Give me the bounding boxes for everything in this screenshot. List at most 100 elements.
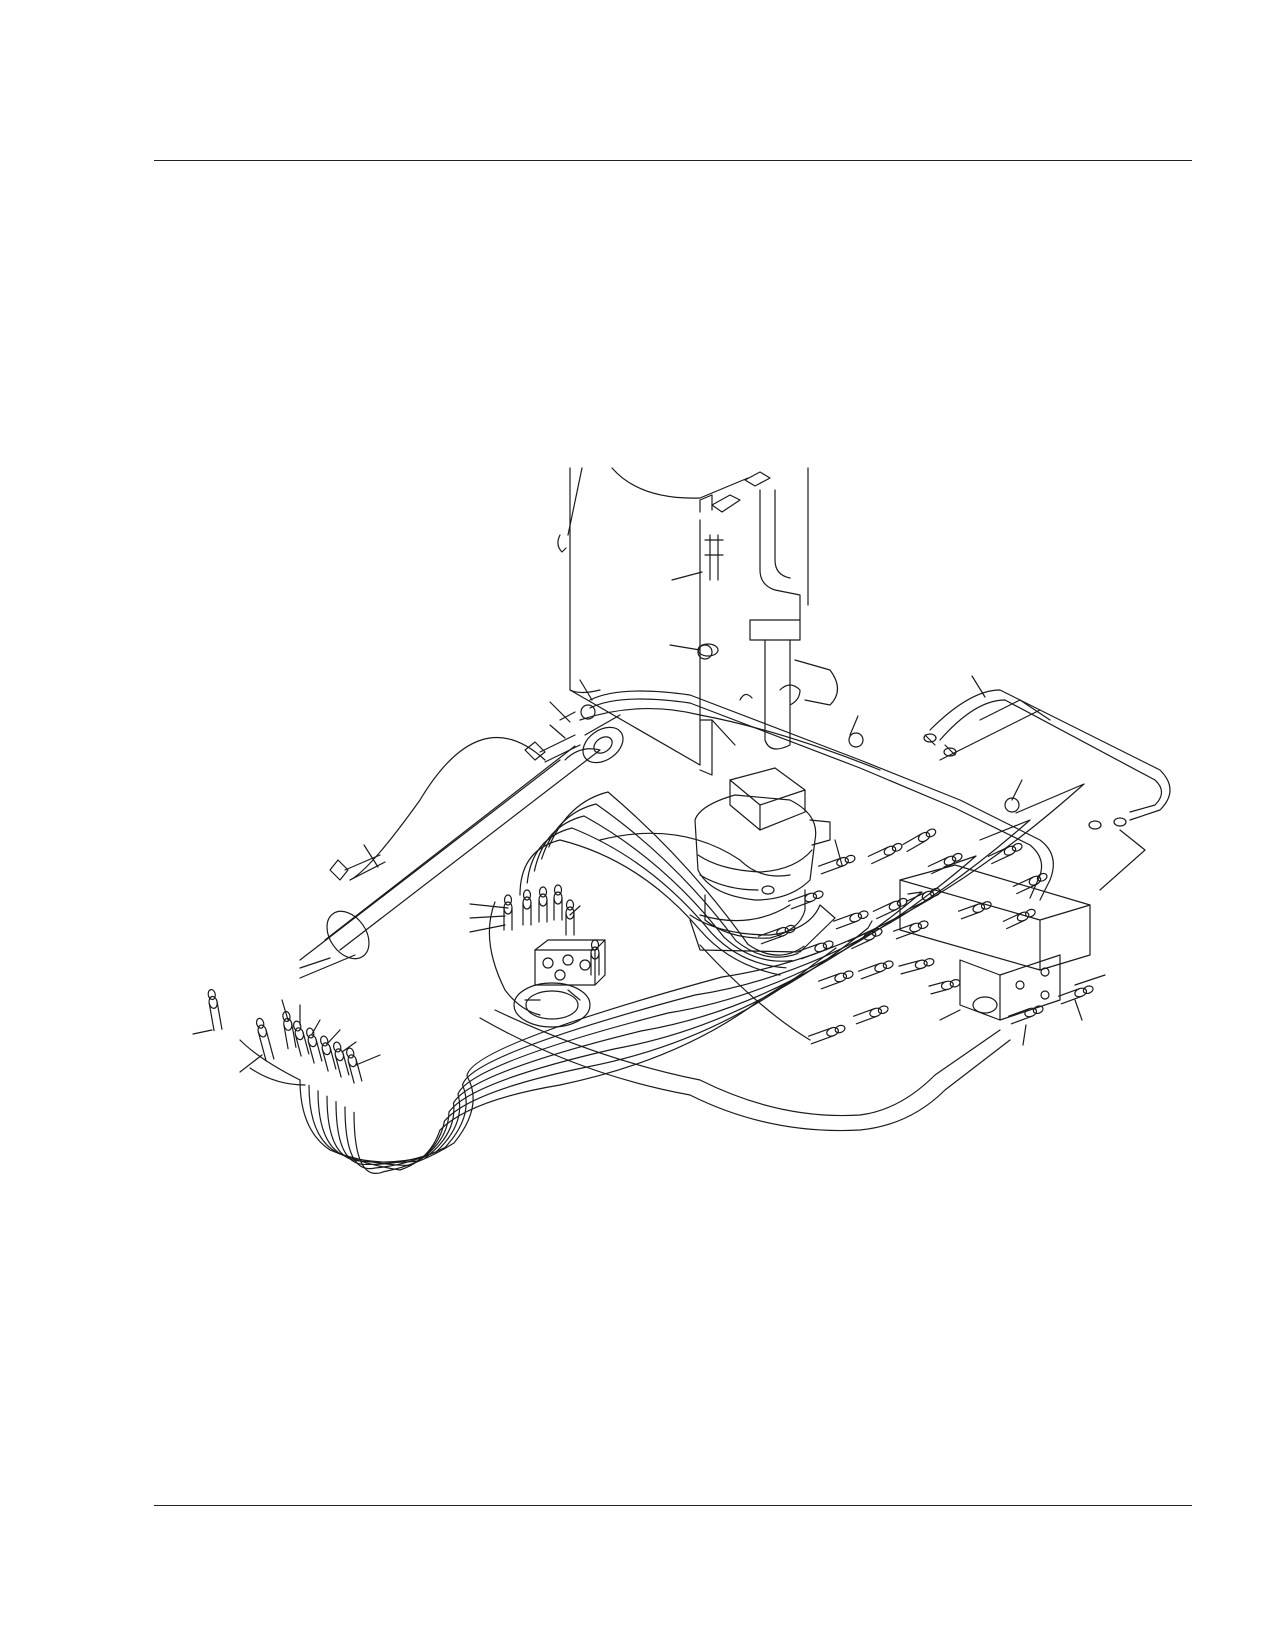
fitting-nut bbox=[896, 897, 908, 908]
fitting-nut bbox=[909, 922, 923, 934]
fitting-nut bbox=[207, 989, 216, 1000]
fitting-nut bbox=[255, 1018, 264, 1029]
fitting-nut bbox=[554, 892, 562, 904]
hose-fitting bbox=[854, 1009, 877, 1024]
fitting-nut bbox=[320, 1035, 329, 1046]
hose-fitting bbox=[1003, 913, 1025, 929]
fitting-nut bbox=[877, 1005, 889, 1015]
hydraulic-hose bbox=[327, 892, 922, 1162]
hydraulic-pump bbox=[690, 768, 835, 952]
footer-rule bbox=[154, 1505, 1192, 1506]
hydraulic-hose bbox=[300, 975, 800, 1170]
fitting-nut bbox=[849, 912, 863, 924]
hose-fitting bbox=[335, 1054, 348, 1077]
fitting-nut bbox=[882, 960, 894, 970]
fitting-nut bbox=[914, 959, 928, 970]
hydraulic-cylinder bbox=[300, 709, 880, 978]
distribution-block bbox=[489, 902, 605, 1027]
fitting-nut bbox=[307, 1034, 318, 1048]
hydraulic-hose bbox=[549, 792, 804, 955]
hydraulic-hose bbox=[700, 905, 790, 921]
hose-fitting bbox=[894, 924, 917, 939]
fitting-nut bbox=[591, 947, 599, 959]
fitting-nut bbox=[949, 979, 960, 988]
fitting-nut bbox=[1032, 1005, 1044, 1015]
hose-fitting bbox=[959, 904, 981, 918]
fitting-nut bbox=[776, 926, 790, 938]
fitting-nut bbox=[334, 1048, 345, 1062]
return-pipe bbox=[698, 472, 838, 749]
hose-fitting bbox=[209, 1002, 222, 1031]
hose-fitting bbox=[284, 1024, 296, 1049]
fitting-nut bbox=[917, 831, 931, 844]
tube-fitting bbox=[1089, 821, 1101, 829]
hose-fitting bbox=[1009, 1009, 1032, 1024]
fitting-nut bbox=[333, 1041, 342, 1052]
fitting-nut bbox=[566, 907, 574, 919]
hydraulic-hose bbox=[309, 948, 836, 1166]
clamp bbox=[581, 705, 595, 719]
hose-fitting bbox=[504, 908, 512, 930]
hydraulic-tank bbox=[558, 468, 808, 775]
fitting-nut bbox=[951, 852, 963, 863]
fitting-nut bbox=[857, 910, 869, 920]
fitting-nut bbox=[257, 1024, 268, 1038]
hose-fitting bbox=[859, 964, 882, 979]
fitting-nut bbox=[812, 890, 824, 900]
supply-lines bbox=[590, 690, 1170, 900]
fitting-nut bbox=[524, 890, 531, 900]
fitting-nut bbox=[883, 845, 897, 857]
hydraulic-hose bbox=[495, 1010, 1000, 1116]
hydraulic-hose bbox=[345, 820, 1030, 1169]
fitting-nut bbox=[567, 900, 574, 910]
fitting-nut bbox=[293, 1020, 302, 1031]
fitting-nut bbox=[784, 924, 796, 934]
fitting-nut bbox=[972, 902, 986, 914]
hose-fitting bbox=[873, 902, 896, 919]
fitting-nut bbox=[540, 887, 547, 897]
fitting-nut bbox=[834, 972, 848, 984]
fitting-nut bbox=[804, 892, 818, 904]
hose-fitting bbox=[591, 953, 599, 975]
fitting-nut bbox=[1024, 1007, 1038, 1019]
clamp bbox=[1005, 798, 1019, 812]
tube-fitting bbox=[1114, 818, 1126, 826]
fitting-nut bbox=[917, 920, 929, 930]
fitting-nut bbox=[836, 856, 850, 868]
hydraulic-hose bbox=[520, 840, 780, 975]
fitting-nut bbox=[1036, 872, 1048, 883]
hydraulic-hose bbox=[336, 856, 976, 1164]
fitting-nut bbox=[294, 1027, 305, 1041]
fitting-nut bbox=[505, 895, 512, 905]
fitting-nut bbox=[869, 1007, 883, 1019]
control-valve-bank bbox=[900, 865, 1090, 1020]
tube-fitting bbox=[924, 734, 936, 742]
cylinder-port-fitting-lower bbox=[330, 860, 348, 880]
fitting-nut bbox=[321, 1042, 332, 1056]
fitting-nut bbox=[1011, 842, 1023, 853]
hose-fitting bbox=[1059, 989, 1082, 1004]
hose-fitting bbox=[819, 858, 844, 874]
fitting-nut bbox=[306, 1027, 315, 1038]
fitting-nut bbox=[923, 958, 934, 967]
fitting-nut bbox=[1024, 908, 1036, 919]
fitting-nut bbox=[842, 970, 854, 980]
valve-fittings bbox=[759, 827, 1094, 1043]
hydraulic-hose bbox=[354, 784, 1084, 1173]
cylinder-port-fitting-upper bbox=[525, 742, 545, 760]
tube-fitting bbox=[944, 748, 956, 756]
fitting-nut bbox=[874, 962, 888, 974]
fitting-nut bbox=[523, 897, 531, 909]
fitting-nut bbox=[822, 940, 834, 950]
hydraulic-hose bbox=[480, 1018, 1010, 1131]
fitting-nut bbox=[283, 1018, 293, 1031]
fitting-nut bbox=[844, 854, 856, 864]
hose-fitting bbox=[903, 834, 926, 852]
fitting-nut bbox=[826, 1026, 840, 1038]
loose-fittings bbox=[207, 989, 361, 1083]
hose-fitting bbox=[566, 913, 574, 935]
hose-fitting bbox=[554, 898, 562, 920]
fitting-nut bbox=[1016, 910, 1030, 922]
fitting-nut bbox=[891, 842, 903, 853]
tank-hook bbox=[558, 535, 566, 552]
